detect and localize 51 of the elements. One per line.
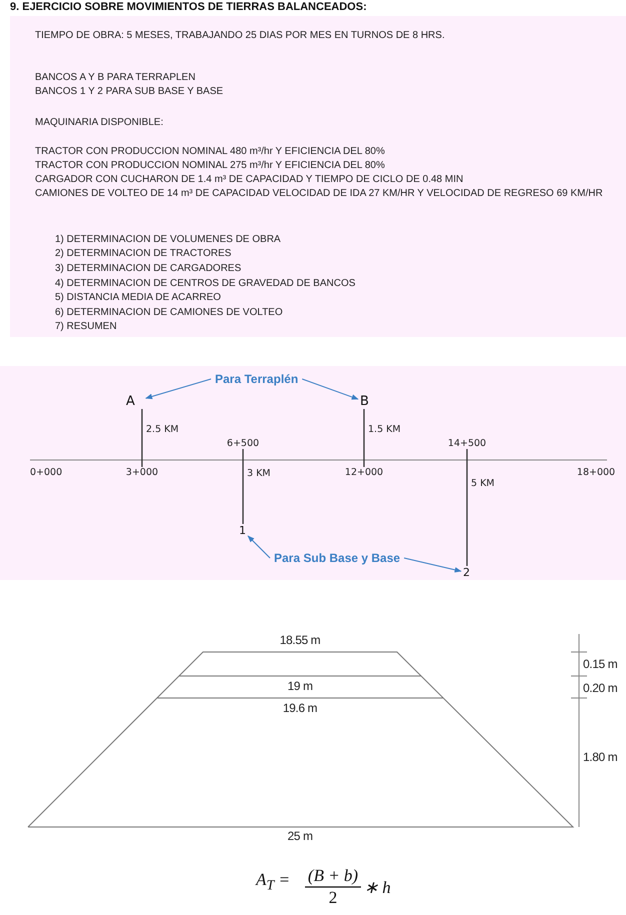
note-text: CAMIONES DE VOLTEO DE 14 m³ DE CAPACIDAD VELOCIDAD DE IDA 27 KM/HR Y VELOCIDAD DE REGRESO 69 KM/HR bbox=[35, 188, 604, 199]
height-label: 0.20 m bbox=[583, 681, 618, 695]
station-label: 12+000 bbox=[344, 467, 384, 478]
list-item: 3) DETERMINACION DE CARGADORES bbox=[55, 263, 242, 274]
width-label: 18.55 m bbox=[280, 633, 320, 647]
note-text: TRACTOR CON PRODUCCION NOMINAL 275 m³/hr Y EFICIENCIA DEL 80% bbox=[35, 160, 385, 171]
arrow bbox=[302, 378, 359, 400]
list-item: 4) DETERMINACION DE CENTROS DE GRAVEDAD DE BANCOS bbox=[55, 278, 356, 289]
list-item: 1) DETERMINACION DE VOLUMENES DE OBRA bbox=[55, 234, 281, 245]
arrow bbox=[145, 378, 212, 400]
note-text: TIEMPO DE OBRA: 5 MESES, TRABAJANDO 25 DIAS POR MES EN TURNOS DE 8 HRS. bbox=[35, 30, 445, 41]
distance-line bbox=[242, 449, 244, 524]
formula-denominator: 2 bbox=[328, 888, 338, 908]
edge-label: 5 KM bbox=[470, 478, 496, 490]
station-label: 14+500 bbox=[448, 438, 486, 449]
callout-text: Para Sub Base y Base bbox=[274, 551, 400, 565]
arrow bbox=[404, 558, 462, 573]
point-label: 2 bbox=[463, 566, 470, 579]
station-label: 6+500 bbox=[226, 438, 260, 449]
station-label: 18+000 bbox=[576, 467, 616, 478]
edge-label: 2.5 KM bbox=[145, 424, 180, 434]
width-label: 25 m bbox=[287, 829, 313, 843]
station-label: 0+000 bbox=[30, 467, 62, 478]
heading: 9. EJERCICIO SOBRE MOVIMIENTOS DE TIERRAS BALANCEADOS: bbox=[10, 1, 367, 13]
point-label: B bbox=[360, 394, 369, 409]
list-item: 2) DETERMINACION DE TRACTORES bbox=[55, 248, 232, 259]
formula-numerator: (B + b) bbox=[308, 866, 358, 886]
distance-line bbox=[141, 409, 143, 467]
point-label: 1 bbox=[239, 524, 246, 537]
note-text: TRACTOR CON PRODUCCION NOMINAL 480 m³/hr Y EFICIENCIA DEL 80% bbox=[35, 146, 385, 157]
height-label: 0.15 m bbox=[583, 657, 618, 671]
point-label: A bbox=[126, 394, 144, 409]
edge-label: 3 KM bbox=[246, 468, 272, 479]
distance-line bbox=[466, 449, 468, 566]
list-item: 5) DISTANCIA MEDIA DE ACARREO bbox=[55, 292, 221, 303]
list-item: 7) RESUMEN bbox=[55, 321, 117, 332]
width-label: 19 m bbox=[287, 679, 313, 693]
note-text: CARGADOR CON CUCHARON DE 1.4 m³ DE CAPACIDAD Y TIEMPO DE CICLO DE 0.48 MIN bbox=[35, 174, 464, 185]
formula-term: A$_{T}$ = bbox=[256, 870, 290, 894]
width-label: 19.6 m bbox=[282, 701, 318, 715]
note-text: BANCOS A Y B PARA TERRAPLEN bbox=[35, 72, 196, 83]
formula-term: ∗ h bbox=[364, 877, 391, 898]
note-text: BANCOS 1 Y 2 PARA SUB BASE Y BASE bbox=[35, 86, 224, 97]
distance-line bbox=[363, 409, 365, 467]
height-label: 1.80 m bbox=[583, 750, 618, 764]
arrow bbox=[248, 536, 270, 558]
list-item: 6) DETERMINACION DE CAMIONES DE VOLTEO bbox=[55, 307, 283, 318]
note-heading: MAQUINARIA DISPONIBLE: bbox=[35, 117, 164, 128]
callout-text: Para Terraplén bbox=[215, 372, 298, 386]
edge-label: 1.5 KM bbox=[367, 424, 402, 434]
station-label: 3+000 bbox=[126, 467, 158, 478]
